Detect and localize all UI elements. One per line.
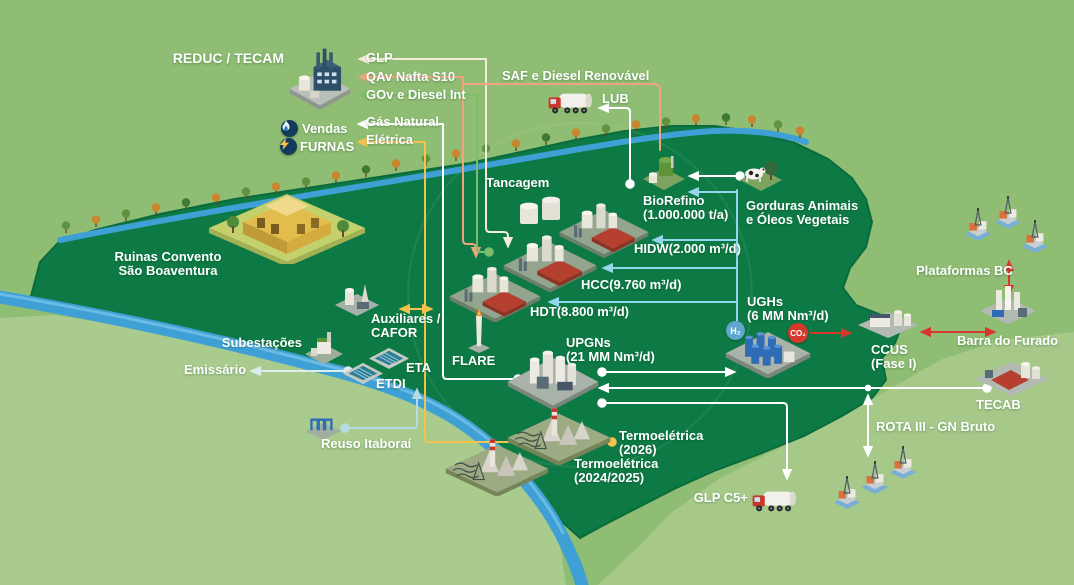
line-glp-vertical (485, 58, 514, 249)
ccus-name: CCUS (871, 342, 908, 357)
pale-land-southeast (598, 332, 1074, 585)
label-ruinas: Ruinas Convento São Boaventura (92, 250, 244, 277)
label-etdi: ETDI (376, 376, 406, 391)
label-eletrica: Elétrica (366, 132, 413, 147)
label-eta: ETA (406, 360, 432, 375)
river-main (0, 290, 589, 585)
label-vendas: Vendas (302, 121, 348, 136)
label-plataformas-bc: Plataformas BC (916, 263, 1013, 278)
plataforma-bc-icon-1 (964, 207, 992, 242)
lightning-icon (280, 138, 289, 150)
tancagem-icon (520, 196, 560, 224)
label-hdt: HDT(8.800 m³/d) (530, 304, 629, 319)
upgns-name: UPGNs (566, 335, 611, 350)
junction-dot (864, 384, 872, 392)
upgns-capacity: (21 MM Nm³/d) (566, 348, 655, 364)
subestacoes-icon (305, 332, 343, 364)
label-hcc: HCC(9.760 m³/d) (581, 277, 682, 292)
ruinas-line1: Ruinas Convento (114, 249, 222, 264)
lub-truck-icon (548, 93, 592, 114)
label-hidw: HIDW(2.000 m³/d) (634, 241, 741, 256)
label-tecab: TECAB (976, 397, 1021, 412)
biorefino-capacity: (1.000.000 t/a) (643, 206, 729, 222)
vendas-flame-badge (281, 120, 298, 137)
label-reuso: Reuso Itaboraí (321, 436, 412, 451)
label-glp-c5: GLP C5+ (693, 490, 748, 505)
co2-badge-label: CO₂ (790, 328, 806, 338)
label-saf: SAF e Diesel Renovável (502, 68, 650, 83)
label-termo-2026: Termoelétrica (2026) (619, 429, 703, 456)
ughs-name: UGHs (747, 294, 784, 309)
label-ccus: CCUS (Fase I) (871, 343, 917, 370)
flame-icon (282, 120, 290, 132)
h2-badge: H₂ (726, 321, 745, 340)
ccus-icon (858, 310, 918, 338)
termo-2024-year: (2024/2025) (574, 469, 645, 485)
ccus-phase: (Fase I) (871, 355, 917, 371)
co2-badge: CO₂ (788, 323, 808, 343)
barra-furado-icon (980, 286, 1036, 324)
label-ughs: UGHs (6 MM Nm³/d) (747, 295, 829, 322)
label-furnas: FURNAS (300, 139, 355, 154)
label-rota-iii: ROTA III - GN Bruto (876, 419, 996, 434)
tecab-icon (975, 362, 1049, 396)
label-subestacoes: Subestações (221, 335, 302, 350)
gorduras-icon (740, 161, 782, 191)
line-eletrica-vertical (424, 141, 617, 447)
termo-2024-name: Termoelétrica (574, 456, 659, 471)
label-emissario: Emissário (184, 362, 247, 377)
label-termo-2024: Termoelétrica (2024/2025) (574, 457, 658, 484)
plataforma-bc-icon-2 (994, 195, 1022, 230)
label-flare: FLARE (452, 353, 496, 368)
glp-c5-truck-icon (752, 491, 796, 512)
label-glp: GLP (366, 50, 393, 65)
label-gorduras: Gorduras Animais e Óleos Vegetais (746, 199, 858, 226)
eta-icon (368, 347, 410, 370)
label-barra-furado: Barra do Furado (957, 333, 1059, 348)
line-qav-vertical (462, 76, 482, 259)
termo-2026-year: (2026) (619, 441, 657, 457)
gorduras-line1: Gorduras Animais (746, 198, 859, 213)
line-lub (597, 102, 635, 189)
biorefino-icon (643, 156, 685, 190)
h2-badge-label: H₂ (730, 325, 741, 336)
label-gov: GOv e Diesel Int (366, 87, 466, 102)
plataforma-bs-icon-2 (861, 460, 889, 495)
label-qav: QAv Nafta S10 (366, 69, 456, 84)
line-gov-vertical (476, 94, 494, 257)
furnas-bolt-badge (280, 138, 297, 155)
label-gas-natural: Gás Natural (366, 114, 439, 129)
reduc-tecam-icon (289, 48, 351, 110)
line-gas-natural-vertical (442, 123, 523, 384)
line-saf (462, 83, 661, 151)
river-north (57, 127, 809, 243)
pale-land-southwest (0, 315, 566, 585)
gorduras-line2: e Óleos Vegetais (746, 211, 850, 227)
ruinas-line2: São Boaventura (118, 262, 218, 278)
biorefino-name: BioRefino (643, 193, 705, 208)
label-auxiliares-cafor: Auxiliares / CAFOR (371, 312, 440, 339)
label-biorefino: BioRefino (1.000.000 t/a) (643, 194, 728, 221)
label-upgns: UPGNs (21 MM Nm³/d) (566, 336, 655, 363)
line-reuso-eta (340, 387, 423, 433)
label-tancagem: Tancagem (486, 175, 550, 190)
plataforma-bs-icon-3 (889, 445, 917, 480)
auxiliares-line1: Auxiliares / (371, 311, 441, 326)
termo-2026-name: Termoelétrica (619, 428, 704, 443)
auxiliares-line2: CAFOR (371, 324, 418, 340)
plataforma-bc-icon-3 (1021, 219, 1049, 254)
line-upgn-glpc5 (597, 398, 793, 481)
ughs-capacity: (6 MM Nm³/d) (747, 307, 829, 323)
label-lub: LUB (602, 91, 629, 106)
plataforma-bs-icon-1 (833, 475, 861, 510)
label-reduc-tecam: REDUC / TECAM (172, 50, 284, 66)
decorative-circle (407, 122, 753, 468)
